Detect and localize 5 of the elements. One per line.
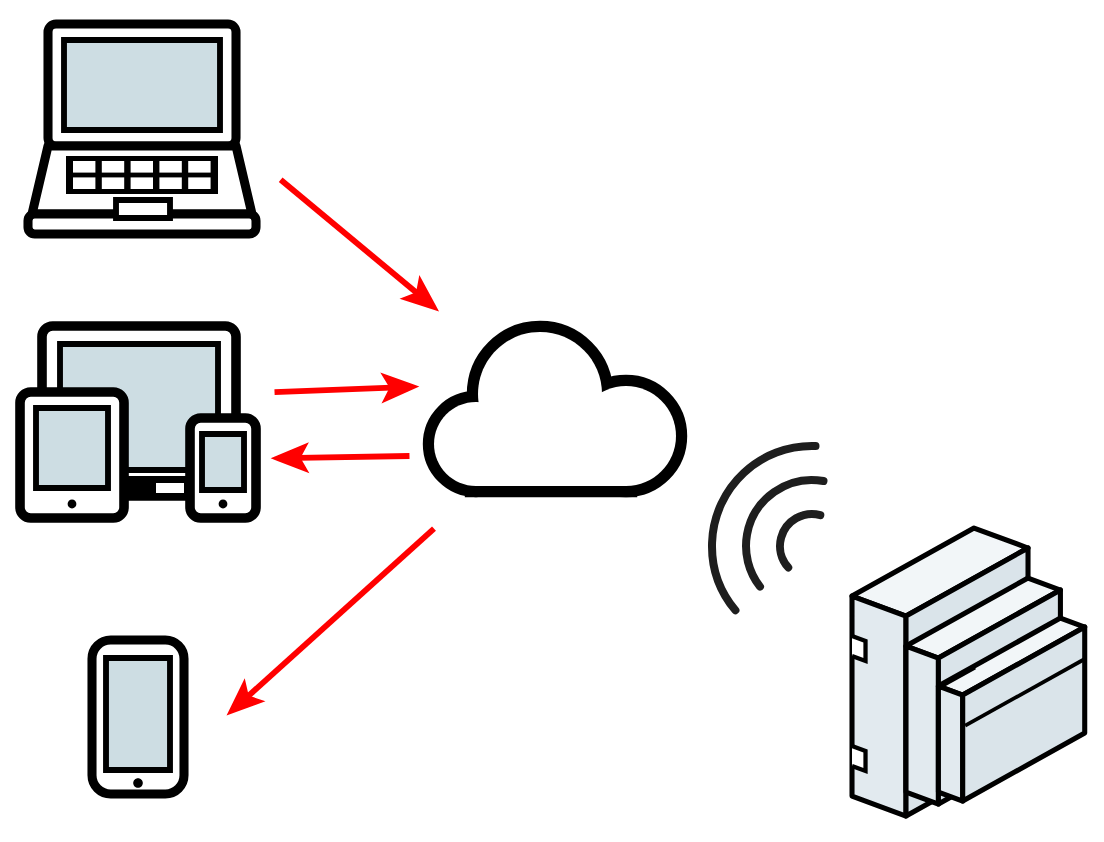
smartphone-icon: [87, 635, 189, 799]
devices-icon: [15, 321, 261, 523]
module-icon: [849, 525, 1088, 819]
cloud-icon: [422, 320, 688, 498]
laptop-icon: [23, 19, 261, 239]
